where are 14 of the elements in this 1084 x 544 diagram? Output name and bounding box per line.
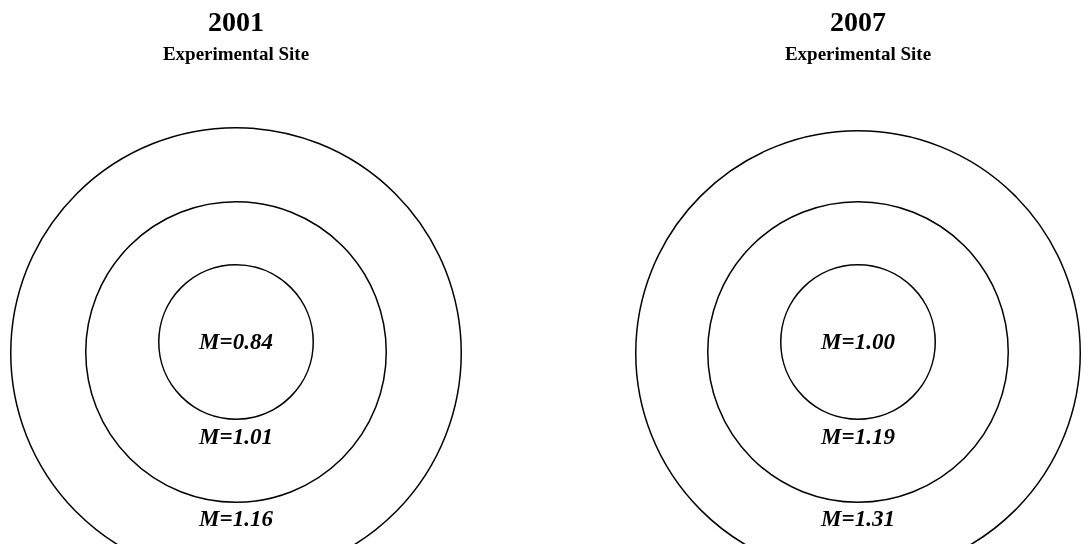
mean-value-text: M=1.16 xyxy=(199,506,273,532)
mean-value-text: M=1.19 xyxy=(821,424,895,450)
year-heading: 2001 xyxy=(208,6,264,38)
mean-value-text: M=1.01 xyxy=(199,424,273,450)
site-heading: Experimental Site xyxy=(162,43,310,65)
ring-circle xyxy=(85,201,387,503)
mean-value-text: M=1.31 xyxy=(821,506,895,532)
mean-value-text: M=1.00 xyxy=(821,329,895,355)
ring-circle xyxy=(158,264,314,420)
site-heading: Experimental Site xyxy=(784,43,932,65)
ring-circle xyxy=(780,264,936,420)
ring-circle xyxy=(707,201,1009,503)
mean-value-text: M=0.84 xyxy=(199,329,273,355)
year-heading: 2007 xyxy=(830,6,886,38)
